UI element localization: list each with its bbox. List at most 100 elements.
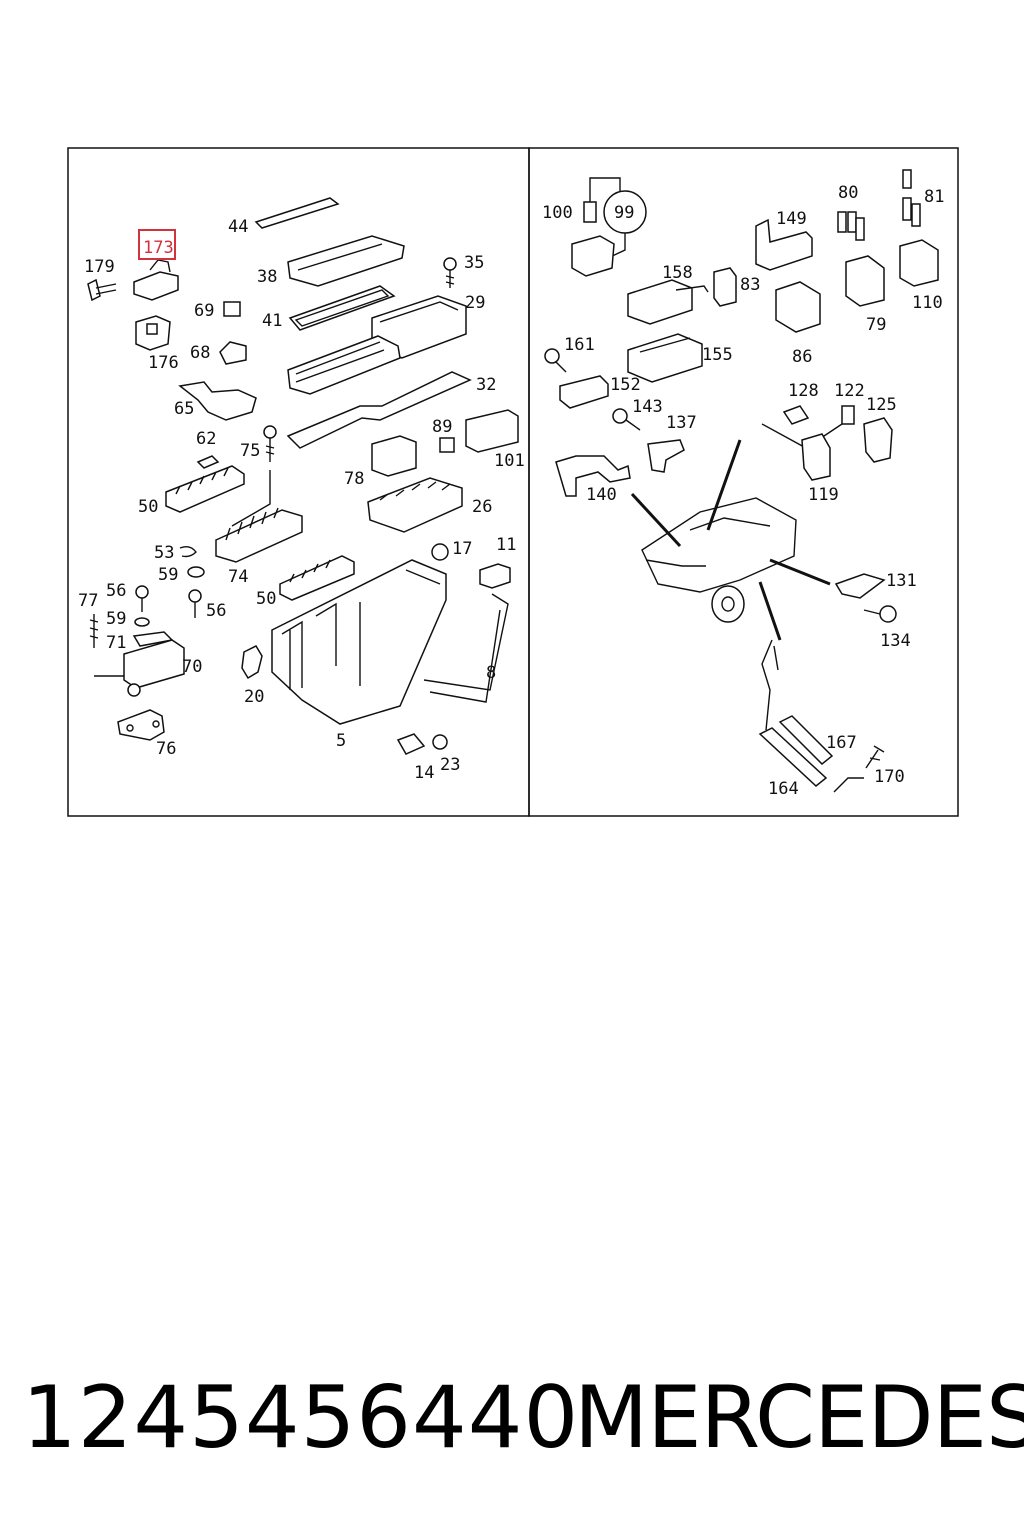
part-83-relay	[713, 267, 737, 307]
part-80-fuse-c	[855, 217, 865, 241]
part-77-screw	[89, 614, 99, 648]
label-86: 86	[792, 347, 812, 367]
label-62: 62	[196, 429, 216, 449]
label-161: 161	[564, 335, 595, 355]
part-70-relay	[123, 639, 185, 689]
part-81-fuse-a	[902, 169, 912, 189]
label-125: 125	[866, 395, 897, 415]
part-59-washer-lower	[134, 617, 150, 627]
label-176: 176	[148, 353, 179, 373]
part-89-relay	[439, 437, 455, 453]
part-80-fuse-b	[847, 211, 857, 233]
label-76: 76	[156, 739, 176, 759]
label-65: 65	[174, 399, 194, 419]
arrow-to-car-a	[630, 492, 682, 548]
car-wheel	[711, 585, 745, 623]
label-134: 134	[880, 631, 911, 651]
part-50-rail-upper	[165, 465, 245, 513]
label-140: 140	[586, 485, 617, 505]
part-23-nut	[432, 734, 448, 750]
label-29: 29	[465, 293, 485, 313]
part-56-screw-b	[188, 589, 202, 603]
part-20-connector	[241, 645, 263, 680]
label-100: 100	[542, 203, 573, 223]
label-5: 5	[336, 731, 346, 751]
label-53: 53	[154, 543, 174, 563]
label-69: 69	[194, 301, 214, 321]
part-50-rail-lower	[279, 555, 355, 601]
part-170-screw	[865, 745, 885, 769]
part-101-relay	[465, 409, 519, 453]
part-119-holder	[801, 433, 831, 481]
label-179: 179	[84, 257, 115, 277]
car-outline	[641, 497, 797, 593]
wire-harness	[761, 639, 779, 731]
part-134-screw	[879, 605, 897, 623]
part-137-bracket	[647, 439, 685, 473]
label-79: 79	[866, 315, 886, 335]
label-167: 167	[826, 733, 857, 753]
part-11-grommet	[479, 563, 511, 589]
part-number: 1245456440	[22, 1368, 580, 1468]
part-53-clip	[179, 545, 197, 558]
label-155: 155	[702, 345, 733, 365]
label-41: 41	[262, 311, 282, 331]
label-68: 68	[190, 343, 210, 363]
label-38: 38	[257, 267, 277, 287]
label-101: 101	[494, 451, 525, 471]
label-110: 110	[912, 293, 943, 313]
part-152-holder	[559, 375, 609, 409]
part-125-holder	[863, 417, 893, 463]
part-81-fuse-b	[902, 197, 912, 221]
label-11: 11	[496, 535, 516, 555]
label-44: 44	[228, 217, 248, 237]
part-131-plate	[834, 573, 886, 599]
part-122-fuse	[841, 405, 855, 425]
part-140-bracket	[555, 455, 631, 497]
part-17-nut	[431, 543, 449, 561]
part-8-wire	[423, 593, 509, 703]
left-panel-labels: 44 173 179 38 35 29 69 41 176 68 32 65 6…	[78, 217, 525, 783]
label-59-upper: 59	[158, 565, 178, 585]
label-164: 164	[768, 779, 799, 799]
part-100-fuse	[583, 201, 597, 223]
right-panel-parts	[544, 169, 939, 793]
label-128: 128	[788, 381, 819, 401]
part-68-connector	[219, 341, 247, 365]
label-143: 143	[632, 397, 663, 417]
part-69-relay	[223, 301, 241, 317]
part-26-carrier	[367, 477, 463, 533]
part-35-screw	[443, 257, 457, 271]
label-74: 74	[228, 567, 248, 587]
label-131: 131	[886, 571, 917, 591]
label-173: 173	[143, 238, 174, 258]
label-32: 32	[476, 375, 496, 395]
part-79-relay	[845, 255, 885, 307]
arrow-to-car-c	[769, 558, 831, 586]
brand-name: MERCEDES	[574, 1368, 1024, 1468]
label-56-right: 56	[206, 601, 226, 621]
part-143-screw	[612, 408, 628, 424]
label-152: 152	[610, 375, 641, 395]
part-59-washer	[187, 566, 205, 578]
label-50-lower: 50	[256, 589, 276, 609]
part-179-bolt	[87, 278, 101, 302]
part-relay-99	[571, 235, 615, 277]
part-62-fuse	[196, 455, 220, 469]
label-77: 77	[78, 591, 98, 611]
part-75-screw	[263, 425, 277, 439]
label-23: 23	[440, 755, 460, 775]
label-149: 149	[776, 209, 807, 229]
right-panel-labels: 100 99 80 81 149 158 83 79 110 161 86 15…	[542, 183, 944, 799]
label-17: 17	[452, 539, 472, 559]
label-137: 137	[666, 413, 697, 433]
label-35: 35	[464, 253, 484, 273]
part-44-strip	[254, 197, 340, 229]
right-panel-frame	[528, 147, 959, 817]
label-75: 75	[240, 441, 260, 461]
part-76-bracket	[117, 709, 165, 741]
label-158: 158	[662, 263, 693, 283]
part-149-holder	[755, 218, 813, 271]
label-81: 81	[924, 187, 944, 207]
part-78-relay	[371, 435, 417, 477]
